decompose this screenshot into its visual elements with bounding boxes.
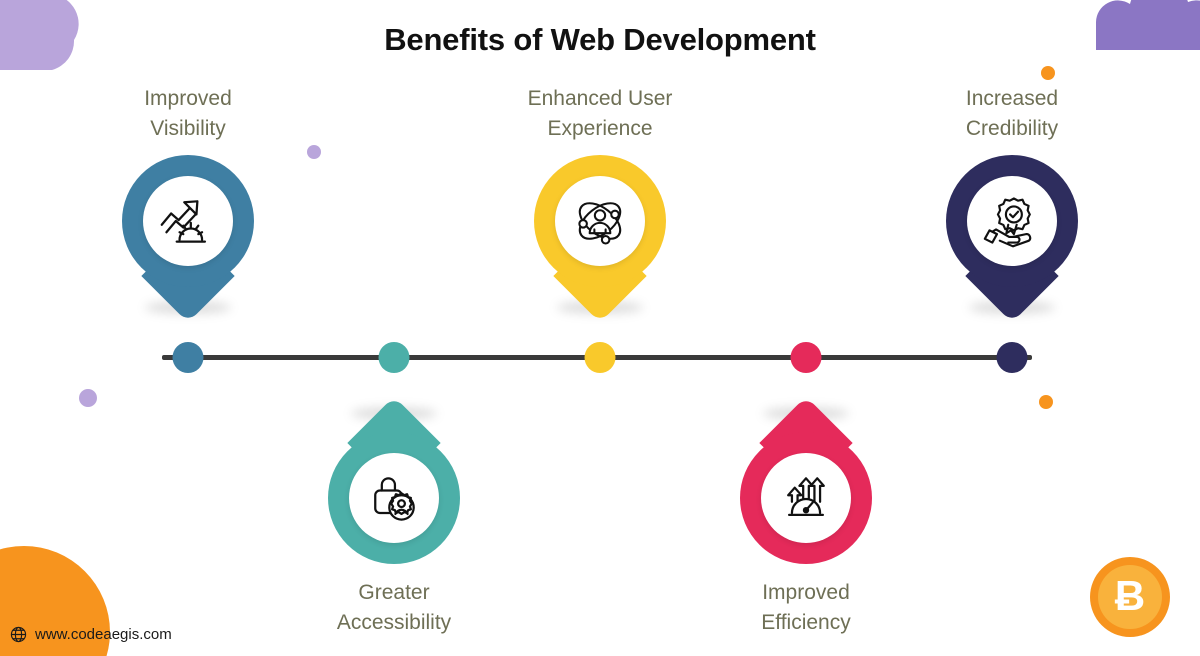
footer-website[interactable]: www.codeaegis.com [10, 626, 172, 643]
timeline-dot-increased-credibility[interactable] [996, 342, 1028, 373]
timeline-dot-improved-visibility[interactable] [172, 342, 204, 373]
timeline-dot-enhanced-user-experience[interactable] [584, 342, 616, 373]
pin-label-enhanced-user-experience: Enhanced User Experience [485, 84, 715, 144]
dot-decoration-purple-1 [307, 145, 321, 159]
pin-icon-circle [143, 176, 233, 266]
pin-label-line2: Credibility [965, 117, 1059, 140]
pin-improved-efficiency[interactable] [740, 396, 872, 564]
bitcoin-coin-decoration: Ƀ [1090, 557, 1170, 637]
timeline-dot-improved-efficiency[interactable] [790, 342, 822, 373]
pin-label-line2: Efficiency [761, 611, 851, 634]
pin-label-improved-visibility: Improved Visibility [73, 84, 303, 144]
pin-label-greater-accessibility: Greater Accessibility [279, 578, 509, 638]
globe-icon [10, 626, 27, 643]
pin-label-line1: Greater [358, 581, 430, 604]
timeline-dot-greater-accessibility[interactable] [378, 342, 410, 373]
page-title: Benefits of Web Development [384, 22, 816, 57]
pin-icon-circle [555, 176, 645, 266]
pin-increased-credibility[interactable] [946, 155, 1078, 323]
pin-enhanced-user-experience[interactable] [534, 155, 666, 323]
pin-improved-visibility[interactable] [122, 155, 254, 323]
pin-label-line1: Enhanced User [527, 87, 673, 110]
growth-chart-gear-icon [160, 200, 206, 243]
pin-label-line1: Improved [762, 581, 850, 604]
pin-icon-circle [967, 176, 1057, 266]
dot-decoration-purple-2 [79, 389, 97, 407]
pin-label-line2: Visibility [150, 117, 226, 140]
pin-label-line1: Increased [965, 87, 1059, 110]
padlock-user-gear-icon [374, 477, 415, 521]
bitcoin-glyph: Ƀ [1098, 565, 1162, 629]
pin-icon-circle [761, 453, 851, 543]
footer-url-text: www.codeaegis.com [35, 626, 172, 643]
pin-label-improved-efficiency: Improved Efficiency [691, 578, 921, 638]
hand-holding-badge-icon [983, 197, 1032, 248]
dot-decoration-orange-1 [1041, 66, 1055, 80]
gauge-arrows-icon [787, 477, 825, 516]
pin-label-line2: Experience [547, 117, 653, 140]
pin-greater-accessibility[interactable] [328, 396, 460, 564]
pin-label-increased-credibility: Increased Credibility [897, 84, 1127, 144]
pin-icon-circle [349, 453, 439, 543]
user-atom-orbit-icon [578, 202, 622, 245]
dot-decoration-orange-2 [1039, 395, 1053, 409]
pin-label-line1: Improved [144, 87, 232, 110]
pin-label-line2: Accessibility [336, 611, 452, 634]
